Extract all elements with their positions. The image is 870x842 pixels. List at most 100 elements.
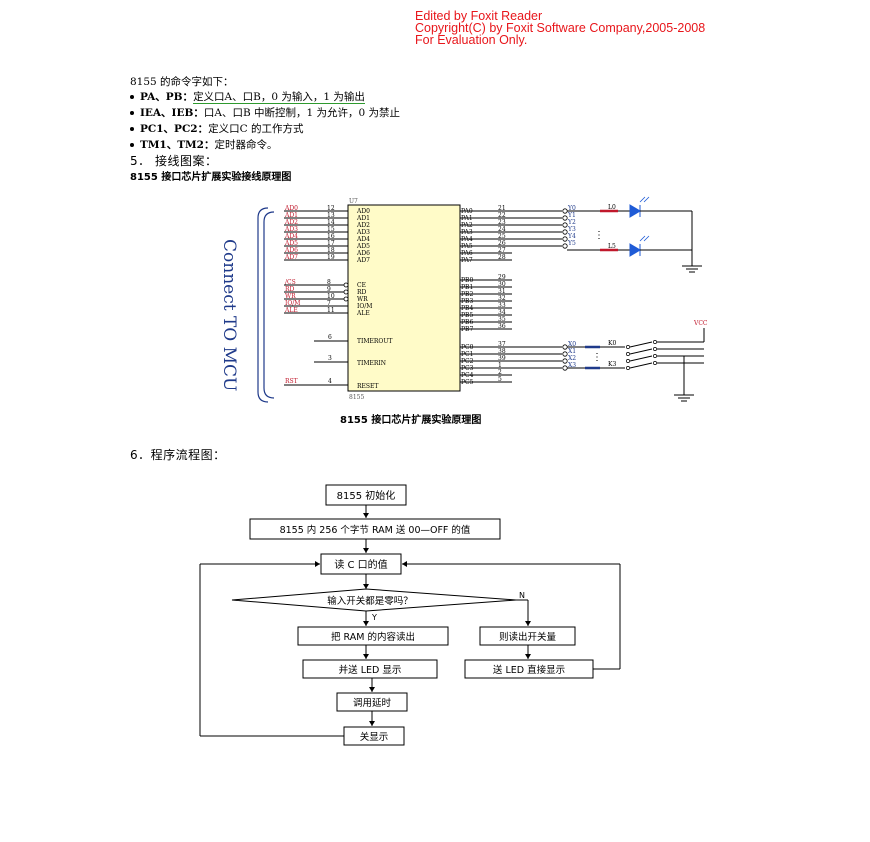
chip-pin-label: PA6 bbox=[461, 250, 473, 257]
pin-number: 13 bbox=[327, 212, 335, 219]
flow-arrow-head bbox=[363, 584, 369, 589]
inversion-bubble bbox=[343, 289, 349, 295]
pin-number: 28 bbox=[498, 254, 506, 261]
address-signal-label: AD5 bbox=[284, 240, 298, 247]
switch-contact bbox=[653, 361, 657, 365]
y-terminal-label: Y0 bbox=[567, 205, 576, 212]
chip-pin-label: CE bbox=[357, 282, 366, 289]
pin-number: 17 bbox=[327, 240, 335, 247]
switch-contact bbox=[653, 347, 657, 351]
pin-number: 7 bbox=[327, 300, 331, 307]
y-terminal-label: Y2 bbox=[567, 219, 576, 226]
chip-pin-label: AD0 bbox=[356, 208, 370, 215]
flow-off-box-label: 关显示 bbox=[360, 731, 389, 743]
flow-read-switch-box-label: 则读出开关量 bbox=[499, 631, 557, 643]
address-signal-label: AD0 bbox=[284, 205, 298, 212]
switch-contact bbox=[653, 354, 657, 358]
watermark-line-2: Copyright(C) by Foxit Software Company,2… bbox=[415, 21, 706, 35]
bullet-key: TM1、TM2： bbox=[140, 139, 215, 151]
pin-number: 23 bbox=[498, 219, 506, 226]
jumper-terminal bbox=[562, 222, 568, 228]
pin-number: 15 bbox=[327, 226, 335, 233]
pin-number: 8 bbox=[327, 279, 331, 286]
chip-pin-label: PC2 bbox=[461, 358, 474, 365]
chip-pin-label: PB5 bbox=[461, 312, 473, 319]
flow-delay-box-label: 调用延时 bbox=[353, 697, 392, 709]
flow-read-c-box bbox=[320, 553, 402, 575]
control-signal-label: IO/M bbox=[285, 300, 300, 307]
chip-pin-label: PC0 bbox=[461, 344, 474, 351]
bullet-item: IEA、IEB：口A、口B 中断控制，1 为允许，0 为禁止 bbox=[130, 105, 400, 120]
pin-number: 19 bbox=[327, 254, 335, 261]
section-5-subtitle: 8155 接口芯片扩展实验接线原理图 bbox=[130, 172, 292, 183]
pin-number: 18 bbox=[327, 247, 335, 254]
flow-read-ram-box-label: 把 RAM 的内容读出 bbox=[331, 631, 415, 643]
chip-pin-label: TIMERIN bbox=[357, 360, 386, 367]
bullet-text: 定义口A、口B，0 为输入，1 为输出 bbox=[193, 91, 365, 104]
chip-pin-label: PA2 bbox=[461, 222, 473, 229]
x-terminal-label: X3 bbox=[568, 362, 576, 369]
flow-arrow-head bbox=[525, 654, 531, 659]
pin-number: 9 bbox=[327, 286, 331, 293]
flow-decision-label: 输入开关都是零吗？ bbox=[327, 595, 413, 607]
pin-number: 14 bbox=[327, 219, 335, 226]
switch-label: K3 bbox=[608, 361, 616, 368]
flow-direct-led-box-label: 送 LED 直接显示 bbox=[493, 664, 565, 676]
flow-no-label: N bbox=[519, 591, 525, 600]
y-terminal-label: Y5 bbox=[567, 240, 576, 247]
flow-arrow-head bbox=[525, 621, 531, 626]
flow-arrow-head bbox=[363, 654, 369, 659]
address-signal-label: AD1 bbox=[284, 212, 298, 219]
bullet-key: PA、PB： bbox=[140, 91, 194, 103]
pin-number: 21 bbox=[498, 205, 506, 212]
chip-pin-label: PB4 bbox=[461, 305, 473, 312]
chip-pin-label: RESET bbox=[357, 383, 378, 390]
pin-number: 32 bbox=[498, 295, 506, 302]
led-icon bbox=[629, 243, 641, 257]
flow-read-c-box-label: 读 C 口的值 bbox=[334, 558, 387, 571]
switch-label: K0 bbox=[608, 340, 616, 347]
pin-number: 31 bbox=[498, 288, 506, 295]
switch-contact bbox=[653, 340, 657, 344]
bullet-dot bbox=[130, 111, 134, 115]
switch-contact bbox=[626, 359, 630, 363]
watermark-line-3: For Evaluation Only. bbox=[415, 33, 528, 47]
address-signal-label: AD6 bbox=[284, 247, 298, 254]
x-terminal-label: X1 bbox=[568, 348, 576, 355]
led-label: L5 bbox=[608, 243, 616, 250]
flow-yes-label: Y bbox=[371, 613, 377, 622]
chip-pin-label: AD5 bbox=[356, 243, 370, 250]
jumper-terminal bbox=[562, 236, 568, 242]
chip-pin-label: PC3 bbox=[461, 365, 474, 372]
flow-init-box-label: 8155 初始化 bbox=[337, 489, 396, 502]
switch-blade bbox=[629, 362, 653, 369]
mcu-bus-bracket bbox=[263, 211, 275, 399]
pin-number: 37 bbox=[498, 341, 506, 348]
x-terminal-label: X0 bbox=[568, 341, 576, 348]
pin-number: 4 bbox=[328, 378, 332, 385]
pin-number: 39 bbox=[498, 355, 506, 362]
vcc-label: VCC bbox=[693, 320, 708, 327]
reset-signal-label: RST bbox=[285, 378, 298, 385]
chip-pin-label: PA7 bbox=[461, 257, 473, 264]
control-signal-label: RD bbox=[285, 286, 295, 293]
led-label: L0 bbox=[608, 204, 616, 211]
x-terminal-label: X2 bbox=[568, 355, 576, 362]
chip-pin-label: PA1 bbox=[461, 215, 473, 222]
pin-number: 25 bbox=[498, 233, 506, 240]
pin-number: 35 bbox=[498, 316, 506, 323]
pin-number: 34 bbox=[498, 309, 506, 316]
section-6-heading: 6．程序流程图： bbox=[130, 448, 226, 462]
pin-number: 26 bbox=[498, 240, 506, 247]
bullet-item: TM1、TM2：定时器命令。 bbox=[130, 137, 277, 152]
chip-pin-label: TIMEROUT bbox=[357, 338, 392, 345]
flow-send-led-box-label: 并送 LED 显示 bbox=[339, 664, 402, 676]
pin-number: 2 bbox=[498, 369, 502, 376]
address-signal-label: AD2 bbox=[284, 219, 298, 226]
chip-pin-label: PC4 bbox=[461, 372, 474, 379]
jumper-terminal bbox=[562, 351, 568, 357]
y-terminal-label: Y3 bbox=[567, 226, 576, 233]
bullet-key: PC1、PC2： bbox=[140, 123, 209, 135]
